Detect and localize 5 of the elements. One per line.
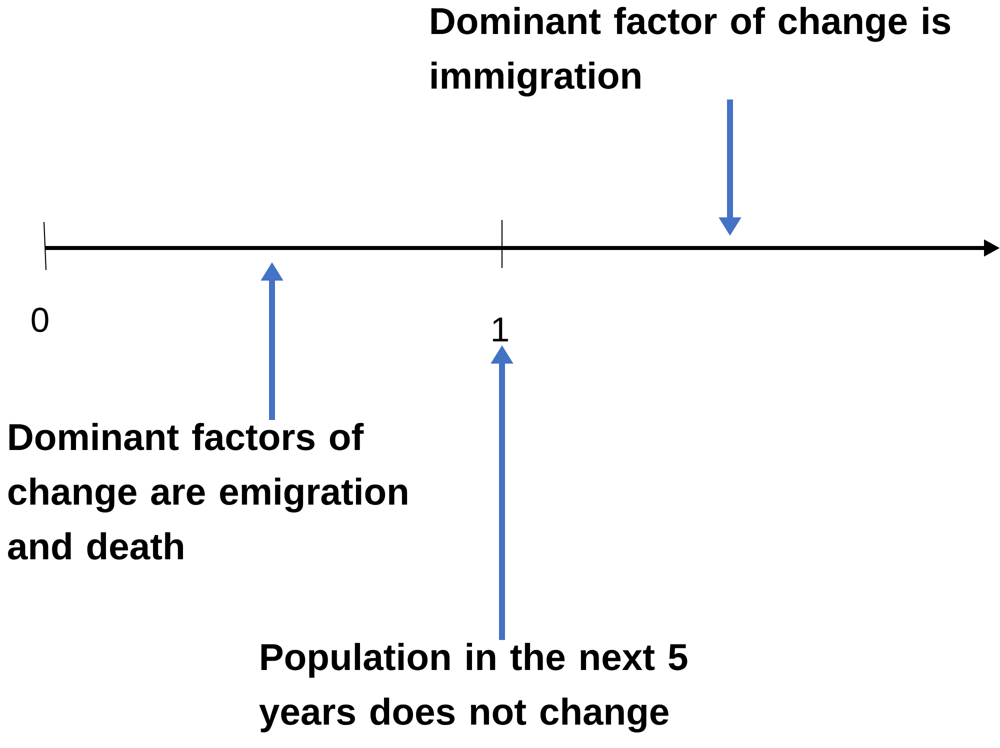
tick-label: 1	[493, 318, 508, 342]
annotation-text: Dominant factor of change is immigration	[431, 6, 950, 97]
annotation-text: Dominant factors of change are emigration and death	[8, 422, 408, 560]
tick-label: 0	[32, 308, 48, 332]
annotation-text: Population in the next 5 years does not change	[259, 642, 688, 733]
